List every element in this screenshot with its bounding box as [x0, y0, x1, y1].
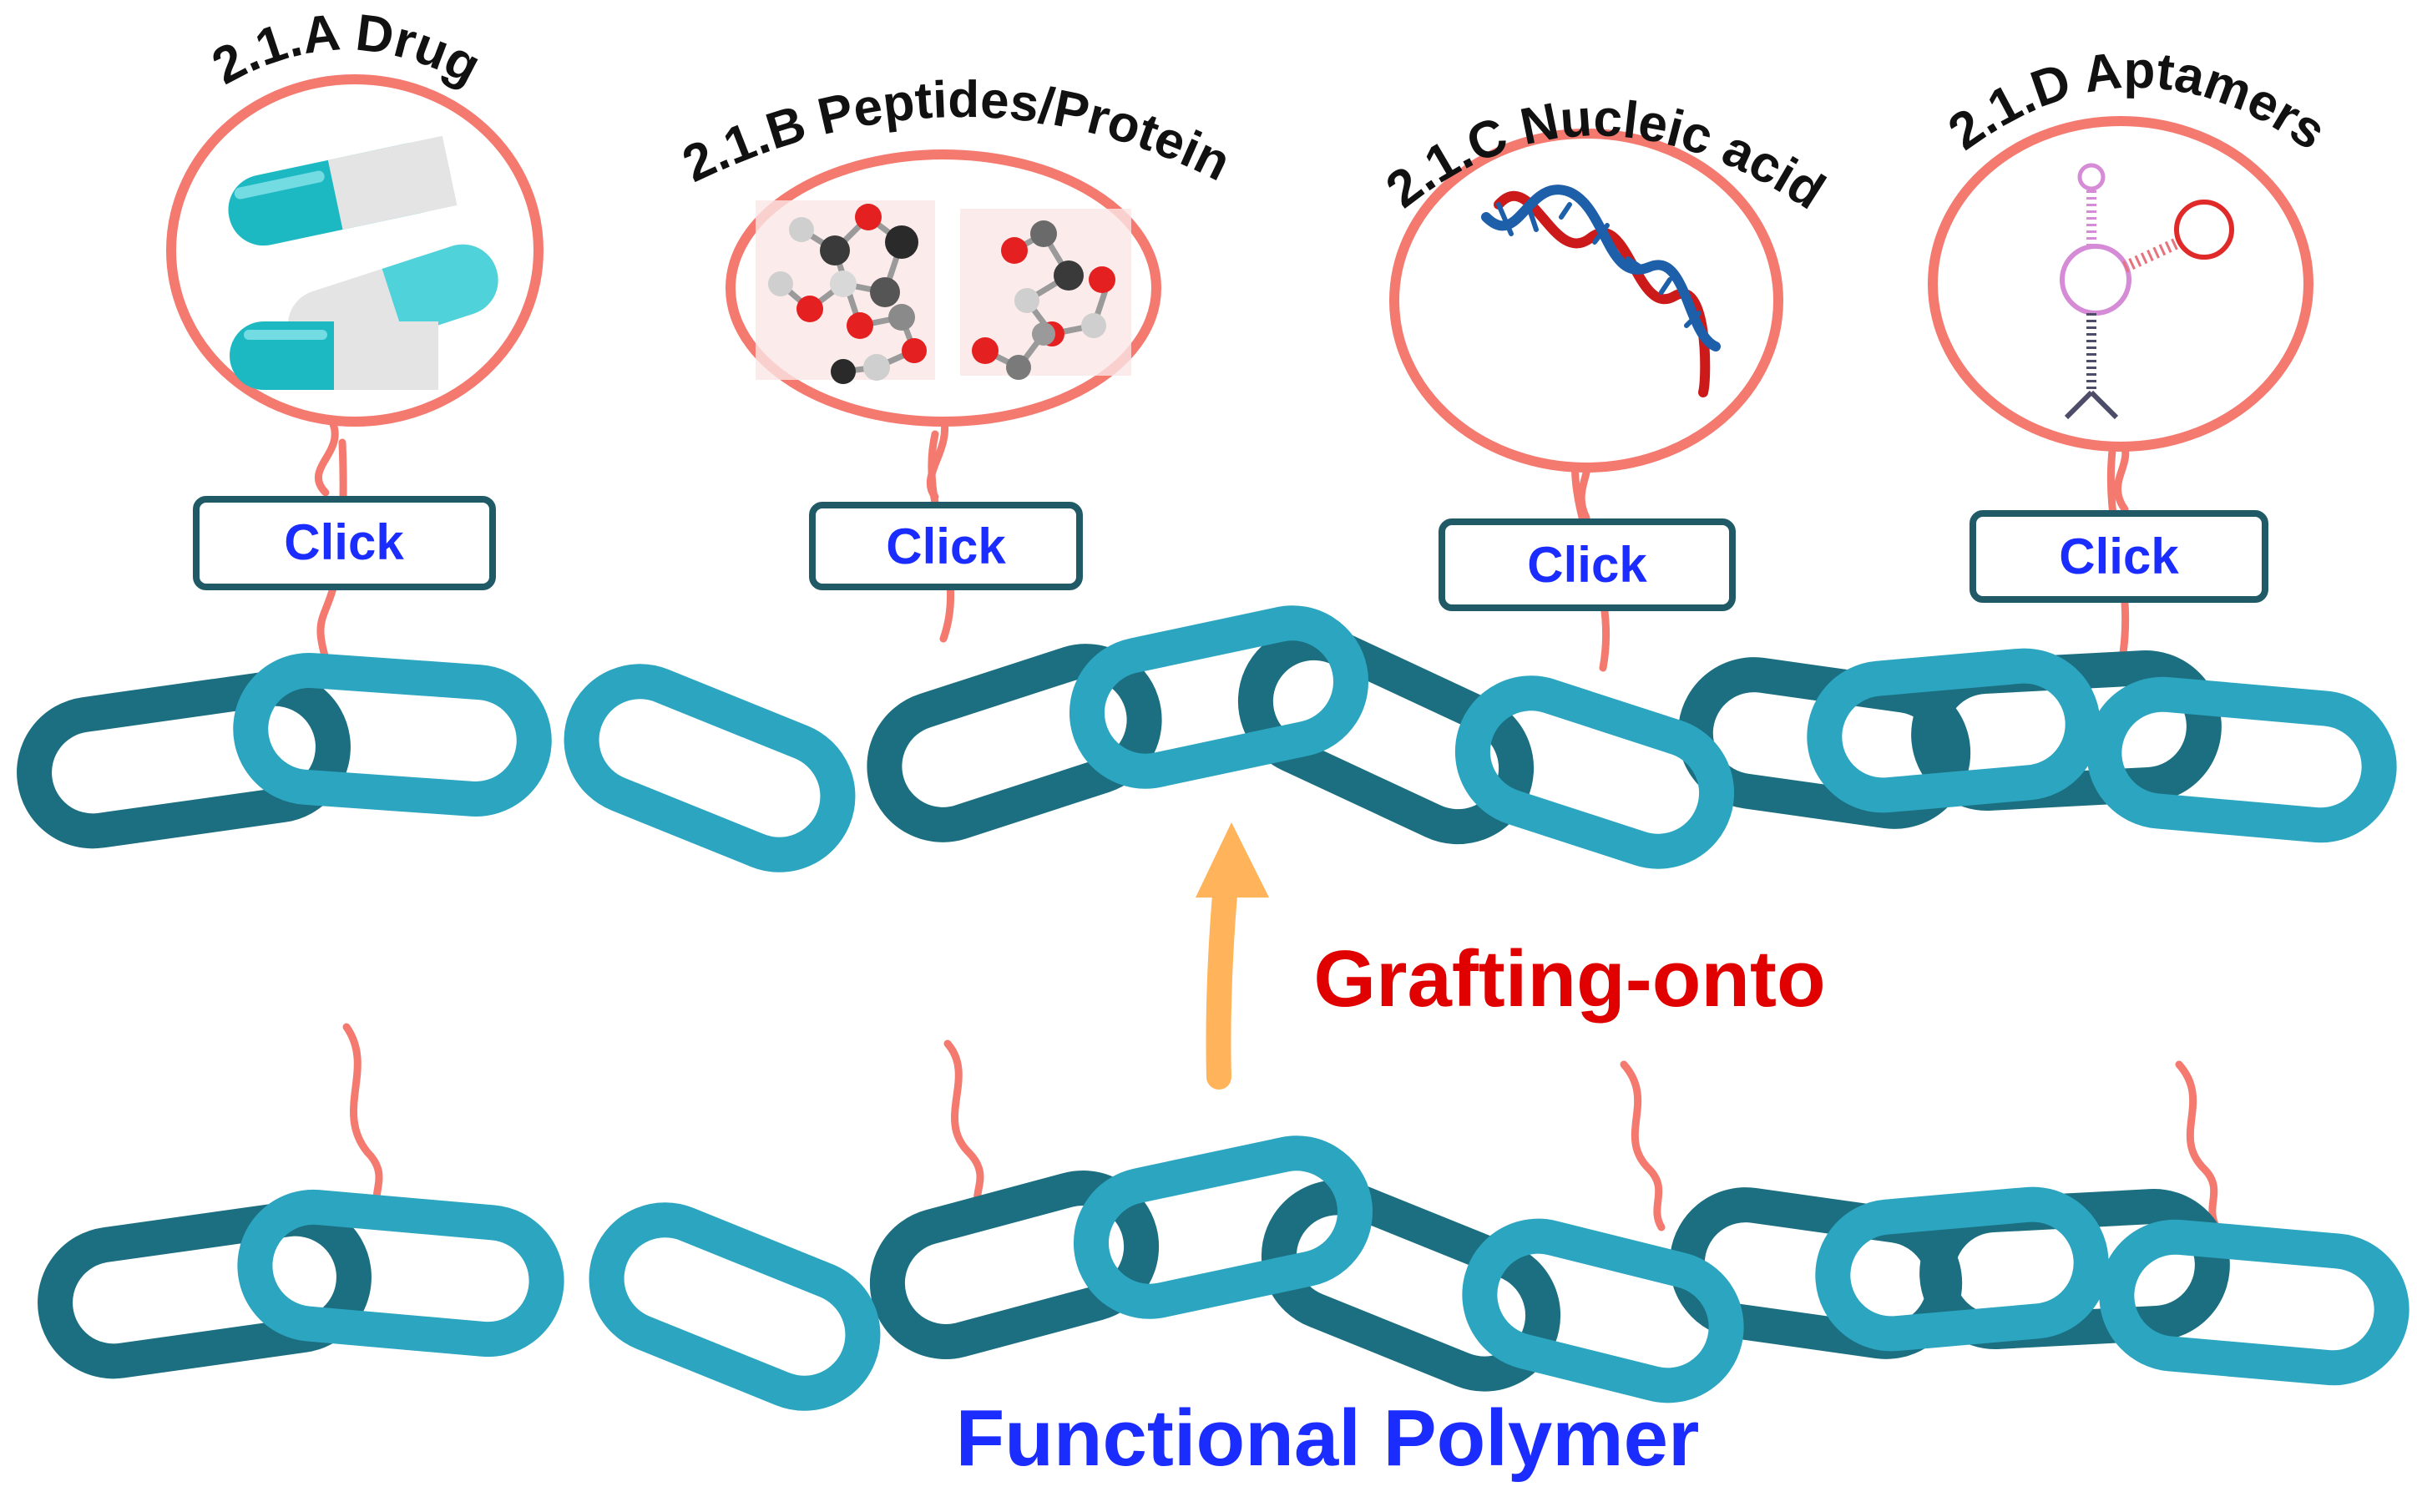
- top-chain: [17, 605, 2397, 872]
- up-arrow-icon: [1196, 822, 1269, 1090]
- chain-link: [1069, 605, 1369, 789]
- chain-link: [1462, 1218, 1744, 1403]
- stalk-peptides: [926, 413, 949, 501]
- grafted-polymer: 2.1.A Drug 2.1.B Peptides/Protein 2.1.C …: [17, 3, 2397, 872]
- chain-link: [589, 1202, 881, 1411]
- bottom-tether-3: [1620, 1060, 1666, 1231]
- payload-bubble-drug: [166, 74, 544, 427]
- bubble-stalks: [314, 380, 2130, 522]
- click-box-nucleic: Click: [1439, 518, 1736, 611]
- process-label: Grafting-onto: [1313, 934, 1825, 1024]
- functional-polymer: [38, 1023, 2409, 1411]
- dna-helix-icon: [1481, 185, 1721, 397]
- aptamer-icon: [2060, 163, 2234, 420]
- chain-link: [2099, 1219, 2409, 1386]
- chain-link: [38, 1201, 372, 1379]
- click-label-nucleic: Click: [1527, 537, 1647, 593]
- chain-link: [17, 670, 351, 849]
- bottom-tether-1: [342, 1023, 384, 1223]
- chain-link: [237, 1189, 564, 1358]
- click-box-peptides: Click: [809, 502, 1083, 590]
- bottom-tether-4: [2175, 1060, 2221, 1231]
- chain-link: [1815, 1186, 2109, 1352]
- bottom-tether-2: [943, 1039, 985, 1215]
- chain-link: [564, 664, 856, 872]
- chain-link: [2086, 676, 2397, 843]
- chain-link: [1073, 1135, 1373, 1319]
- click-box-drug: Click: [193, 496, 496, 590]
- chain-link: [869, 1171, 1160, 1359]
- chain-link: [867, 644, 1162, 842]
- click-label-peptides: Click: [886, 518, 1006, 574]
- payload-bubble-nucleic: [1389, 129, 1783, 473]
- chain-link: [1807, 648, 2101, 813]
- polymer-label: Functional Polymer: [956, 1393, 1700, 1483]
- bottom-chain: [38, 1135, 2409, 1411]
- drug-capsules-icon: [228, 135, 498, 390]
- protein-molecule-icon: [756, 200, 1131, 384]
- click-label-drug: Click: [284, 514, 404, 570]
- payload-bubble-peptides: [726, 149, 1161, 427]
- chain-link: [233, 653, 552, 817]
- chain-link: [1454, 675, 1735, 869]
- click-label-aptamers: Click: [2059, 528, 2179, 584]
- payload-bubble-aptamers: [1928, 116, 2313, 452]
- click-box-aptamers: Click: [1970, 510, 2268, 603]
